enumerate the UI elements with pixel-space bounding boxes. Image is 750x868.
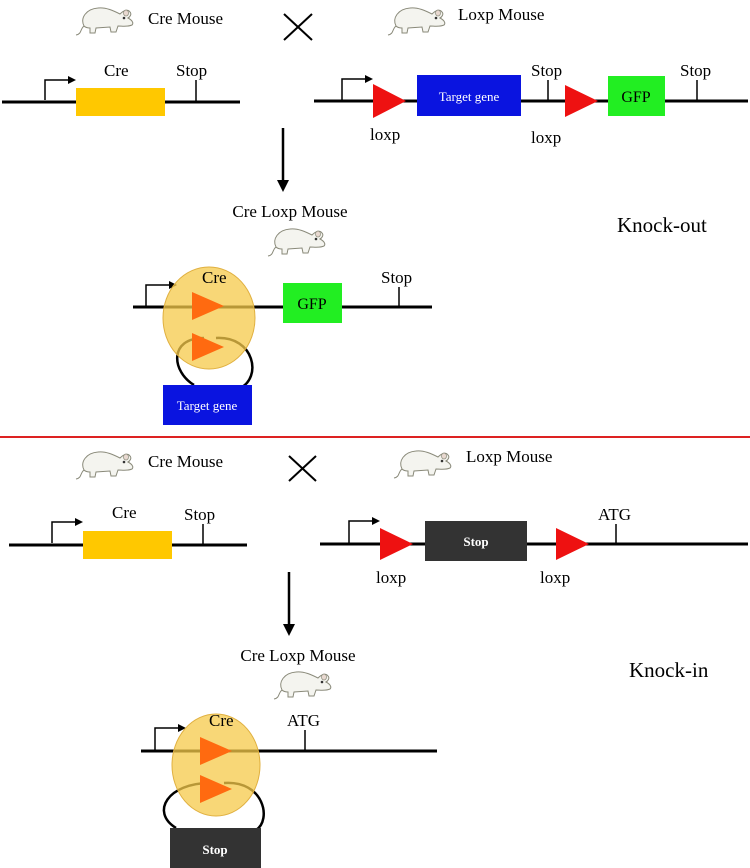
promoter-arrow-icon bbox=[341, 78, 365, 100]
stop-box bbox=[425, 521, 527, 561]
knockout-title: Knock-out bbox=[617, 213, 707, 237]
cre-gene-label: Cre bbox=[104, 61, 129, 80]
cre-construct: Cre Stop bbox=[9, 503, 247, 559]
mouse-icon bbox=[393, 450, 452, 479]
loxp-label: loxp bbox=[531, 128, 561, 147]
stop-label: Stop bbox=[381, 268, 412, 287]
loxp-site bbox=[192, 292, 224, 320]
gfp-box bbox=[608, 76, 665, 116]
knockin-title: Knock-in bbox=[629, 658, 709, 682]
excised-stop-box bbox=[170, 828, 261, 868]
cross-icon bbox=[288, 455, 317, 482]
loxp-site bbox=[200, 737, 232, 765]
down-arrow-icon bbox=[277, 128, 289, 192]
loxp-site bbox=[192, 333, 224, 361]
stop-box-label: Stop bbox=[463, 534, 488, 549]
cre-enzyme-label: Cre bbox=[202, 268, 227, 287]
cre-mouse-label: Cre Mouse bbox=[148, 9, 223, 28]
knockin-section: Cre Mouse Loxp Mouse Cre Stop loxp Stop bbox=[9, 447, 748, 868]
cre-loxp-mouse-label: Cre Loxp Mouse bbox=[232, 202, 347, 221]
promoter-arrow-icon bbox=[51, 521, 75, 543]
cre-enzyme bbox=[162, 266, 256, 370]
loxp-construct: loxp Target gene Stop loxp GFP Stop bbox=[314, 61, 748, 147]
mouse-icon bbox=[387, 7, 446, 36]
gfp-label: GFP bbox=[297, 296, 326, 313]
promoter-arrow-icon bbox=[154, 727, 178, 750]
cre-mouse-label: Cre Mouse bbox=[148, 452, 223, 471]
loxp-site bbox=[200, 775, 232, 803]
mouse-icon bbox=[75, 451, 134, 480]
knockout-result: Cre GFP Stop Target gene bbox=[133, 266, 432, 425]
loxp-mouse-label: Loxp Mouse bbox=[458, 5, 544, 24]
atg-label: ATG bbox=[598, 505, 631, 524]
mouse-icon bbox=[267, 228, 326, 257]
cre-gene-label: Cre bbox=[112, 503, 137, 522]
mouse-icon bbox=[273, 671, 332, 700]
cre-gene-box bbox=[83, 531, 172, 559]
target-gene-box bbox=[417, 75, 521, 116]
cre-enzyme-label: Cre bbox=[209, 711, 234, 730]
promoter-arrow-icon bbox=[348, 520, 372, 543]
loxp-mouse-label: Loxp Mouse bbox=[466, 447, 552, 466]
stop-label: Stop bbox=[531, 61, 562, 80]
cre-construct: Cre Stop bbox=[2, 61, 240, 116]
cre-gene-box bbox=[76, 88, 165, 116]
gfp-label: GFP bbox=[621, 89, 650, 106]
loxp-site bbox=[556, 528, 589, 560]
knockout-section: Cre Mouse Loxp Mouse Cre Stop loxp Targe… bbox=[2, 5, 748, 425]
target-gene-label: Target gene bbox=[439, 89, 500, 104]
loxp-label: loxp bbox=[370, 125, 400, 144]
loxp-site bbox=[373, 84, 406, 118]
stop-label: Stop bbox=[176, 61, 207, 80]
excised-target-gene-label: Target gene bbox=[177, 398, 238, 413]
excised-target-gene-box bbox=[163, 385, 252, 425]
cre-loxp-mouse-label: Cre Loxp Mouse bbox=[240, 646, 355, 665]
mouse-icon bbox=[75, 7, 134, 36]
loxp-label: loxp bbox=[540, 568, 570, 587]
cre-enzyme bbox=[171, 713, 261, 817]
promoter-arrow-icon bbox=[145, 284, 169, 306]
loxp-site bbox=[565, 85, 598, 117]
cross-icon bbox=[283, 13, 313, 41]
loxp-label: loxp bbox=[376, 568, 406, 587]
promoter-arrow-icon bbox=[44, 79, 68, 100]
stop-label: Stop bbox=[680, 61, 711, 80]
gfp-box bbox=[283, 283, 342, 323]
atg-label: ATG bbox=[287, 711, 320, 730]
stop-label: Stop bbox=[184, 505, 215, 524]
loxp-site bbox=[380, 528, 413, 560]
down-arrow-icon bbox=[283, 572, 295, 636]
loxp-construct: loxp Stop loxp ATG bbox=[320, 505, 748, 587]
excised-stop-label: Stop bbox=[202, 842, 227, 857]
knockin-result: Cre ATG Stop bbox=[141, 711, 437, 868]
